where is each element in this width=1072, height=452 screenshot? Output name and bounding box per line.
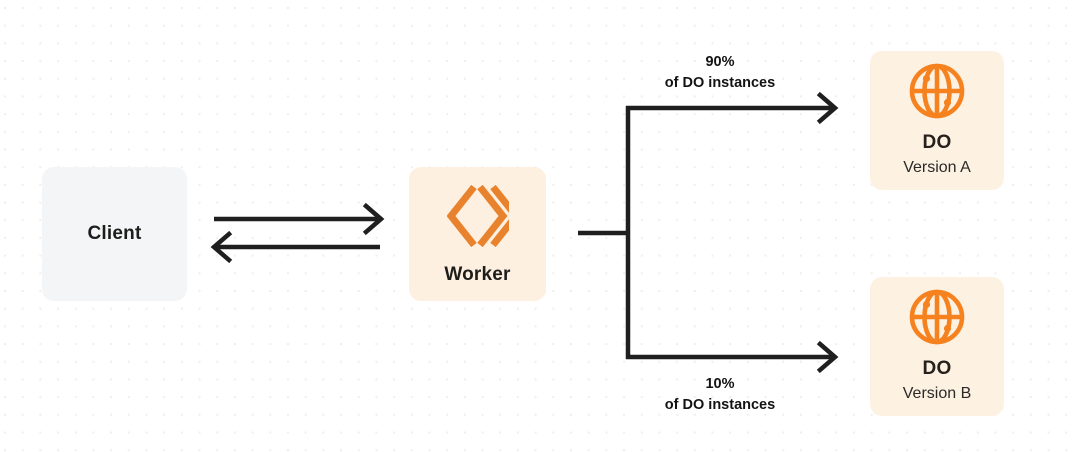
durable-object-globe-icon bbox=[908, 62, 966, 120]
node-do-b-subtitle: Version B bbox=[902, 385, 972, 402]
node-do-version-b[interactable]: DO Version B bbox=[870, 277, 1004, 416]
node-do-a-title: DO bbox=[922, 132, 952, 154]
durable-object-globe-icon bbox=[908, 288, 966, 346]
node-do-a-subtitle: Version A bbox=[903, 159, 971, 176]
edge-label-do-a: 90% of DO instances bbox=[612, 52, 828, 93]
node-do-b-title: DO bbox=[922, 358, 952, 380]
edge-worker-to-do-a bbox=[626, 91, 839, 125]
edge-label-do-a-percent: 90% bbox=[705, 54, 735, 70]
edge-worker-to-do-b bbox=[626, 340, 839, 374]
node-worker[interactable]: Worker bbox=[409, 167, 546, 301]
edge-label-do-b-caption: of DO instances bbox=[664, 396, 776, 413]
cloudflare-workers-icon bbox=[446, 182, 520, 250]
edge-worker-to-client bbox=[210, 230, 380, 264]
node-client[interactable]: Client bbox=[42, 167, 187, 301]
edge-client-to-worker bbox=[214, 202, 385, 236]
node-worker-label: Worker bbox=[444, 263, 511, 285]
edge-label-do-b: 10% of DO instances bbox=[612, 374, 828, 415]
node-do-version-a[interactable]: DO Version A bbox=[870, 51, 1004, 190]
edge-label-do-a-caption: of DO instances bbox=[664, 74, 776, 91]
edge-label-do-b-percent: 10% bbox=[705, 376, 735, 392]
node-client-label: Client bbox=[87, 222, 142, 244]
